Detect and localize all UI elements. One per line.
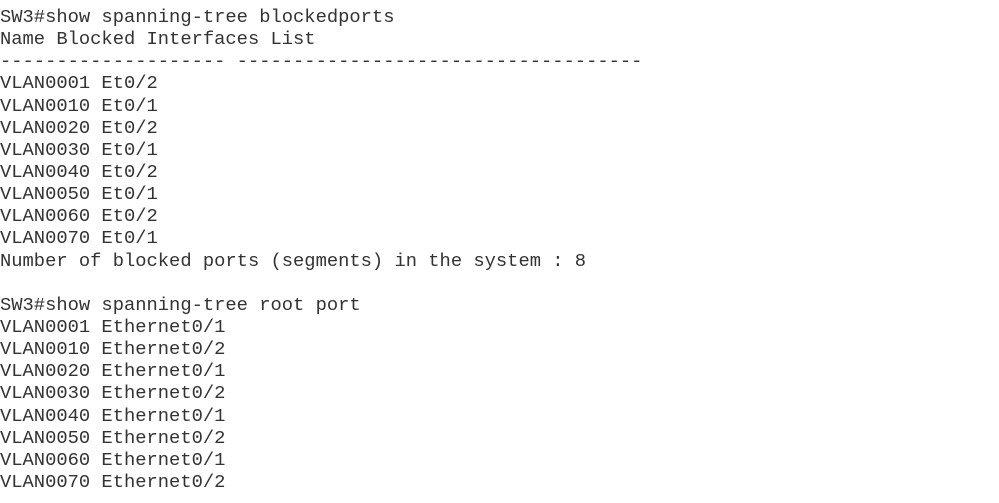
blocked-row: VLAN0010 Et0/1 — [0, 94, 158, 117]
blocked-row: VLAN0020 Et0/2 — [0, 116, 158, 139]
root-command: SW3#show spanning-tree root port — [0, 293, 361, 316]
root-row: VLAN0050 Ethernet0/2 — [0, 426, 226, 449]
root-row: VLAN0010 Ethernet0/2 — [0, 338, 226, 361]
blocked-row: VLAN0040 Et0/2 — [0, 160, 158, 183]
root-row: VLAN0070 Ethernet0/2 — [0, 470, 226, 493]
root-row: VLAN0030 Ethernet0/2 — [0, 382, 226, 405]
blocked-separator: -------------------- -------------------… — [0, 50, 643, 73]
blocked-row: VLAN0001 Et0/2 — [0, 72, 158, 95]
blank-line — [0, 272, 642, 294]
blocked-row: VLAN0030 Et0/1 — [0, 138, 158, 161]
blocked-row: VLAN0060 Et0/2 — [0, 205, 158, 228]
blocked-row: VLAN0070 Et0/1 — [0, 227, 158, 250]
blocked-header: Name Blocked Interfaces List — [0, 28, 316, 51]
blocked-row: VLAN0050 Et0/1 — [0, 183, 158, 206]
blocked-command: SW3#show spanning-tree blockedports — [0, 6, 395, 28]
root-row: VLAN0060 Ethernet0/1 — [0, 448, 226, 471]
root-row: VLAN0001 Ethernet0/1 — [0, 315, 226, 338]
blocked-summary: Number of blocked ports (segments) in th… — [0, 249, 587, 272]
root-row: VLAN0040 Ethernet0/1 — [0, 404, 226, 427]
root-row: VLAN0020 Ethernet0/1 — [0, 360, 226, 383]
